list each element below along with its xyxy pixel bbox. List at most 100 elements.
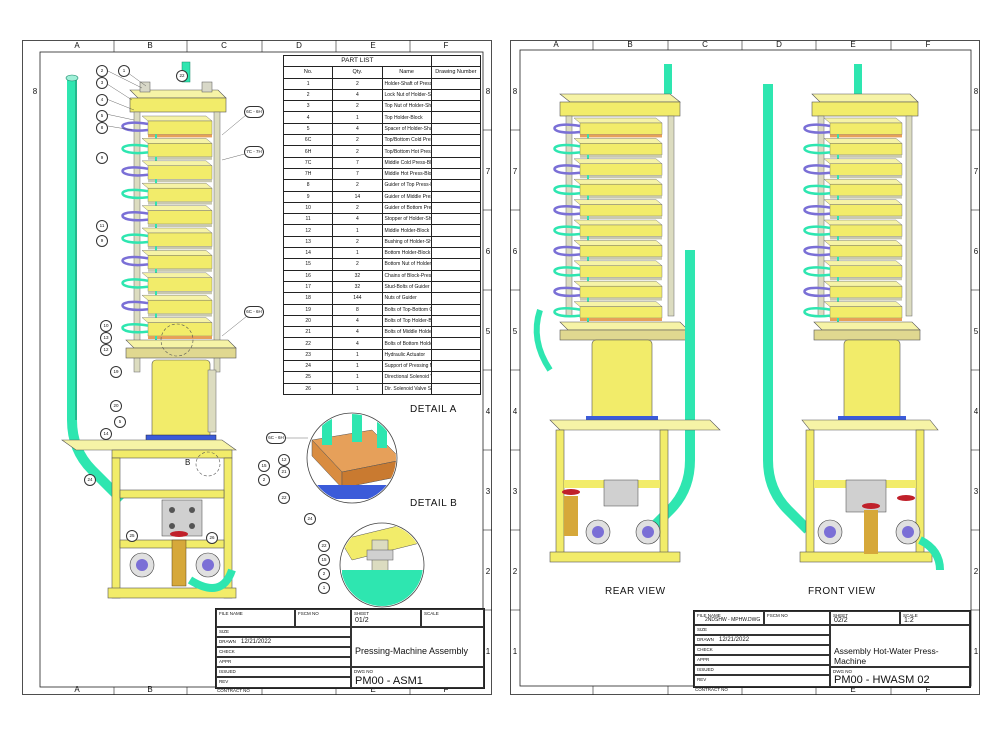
detail-a-callout-21: 21 — [278, 466, 290, 478]
part-qty: 2 — [332, 100, 383, 113]
part-qty: 1 — [332, 224, 383, 237]
part-qty: 1 — [332, 371, 383, 384]
callout-1: 1 — [118, 65, 130, 77]
s2-zone-letter-e-bottom: E — [850, 685, 856, 694]
part-qty: 2 — [332, 145, 383, 158]
detail-b-callout-1: 1 — [318, 582, 330, 594]
zone-number-3: 3 — [485, 487, 491, 496]
part-qty: 2 — [332, 134, 383, 147]
part-number: 10 — [282, 201, 334, 215]
zone-number-5: 5 — [485, 327, 491, 336]
sheet-number: 01/2 — [355, 617, 369, 624]
part-qty: 4 — [332, 314, 383, 328]
part-qty: 2 — [332, 235, 383, 249]
s2-zone-number-8-right: 8 — [973, 87, 979, 96]
appr-label: APPR — [219, 659, 232, 664]
s2-zone-letter-f: F — [925, 40, 931, 49]
s2-contract-label: CONTRACT NO — [695, 687, 728, 692]
part-number: 19 — [282, 303, 334, 316]
part-qty: 32 — [332, 280, 383, 294]
part-number: 1 — [282, 77, 334, 90]
part-number: 18 — [282, 292, 334, 305]
front-view-label: FRONT VIEW — [808, 586, 876, 597]
part-drawing-number — [430, 111, 482, 124]
part-drawing-number — [430, 371, 482, 384]
press-machine-main-view — [61, 61, 237, 599]
s2-rev-label: REV — [697, 677, 707, 682]
zone-number-6: 6 — [485, 247, 491, 256]
sheet-label: SHEET — [354, 611, 370, 616]
callout-2: 2 — [96, 65, 108, 77]
callout-20: 22 — [176, 70, 188, 82]
zone-letter-c: C — [221, 41, 227, 50]
part-name: Bolts of Top-Bottom Guider — [381, 303, 432, 316]
part-drawing-number — [430, 134, 482, 147]
part-drawing-number — [430, 190, 482, 203]
dwg-number: PM00 - ASM1 — [355, 675, 423, 687]
part-number: 2 — [282, 88, 334, 102]
part-name: Dir. Solenoid Valve Sub-Plate — [381, 382, 432, 395]
header-no: No. — [282, 66, 334, 79]
issued-label: ISSUED — [219, 669, 236, 674]
part-name: Support of Pressing Machine — [381, 360, 432, 373]
part-number: 15 — [282, 258, 334, 271]
part-drawing-number — [430, 100, 482, 113]
zone-number-2: 2 — [485, 567, 491, 576]
detail-a-callout-22: 22 — [278, 492, 290, 504]
rear-view-drawing — [533, 64, 721, 563]
zone-letter-f: F — [443, 41, 449, 50]
part-number: 12 — [282, 224, 334, 237]
zone-letter-d: D — [296, 41, 302, 50]
part-number: 7C — [282, 156, 334, 169]
part-drawing-number — [430, 247, 482, 260]
header-qty: Qty. — [332, 66, 383, 79]
callout-3: 3 — [96, 77, 108, 89]
callout-26: 26 — [206, 532, 218, 544]
callout-9b: 9 — [96, 235, 108, 247]
callout-4: 4 — [96, 94, 108, 106]
part-drawing-number — [430, 235, 482, 249]
part-number: 11 — [282, 213, 334, 226]
part-name: Guider of Top Press-Block — [381, 179, 432, 192]
part-number: 24 — [282, 360, 334, 373]
part-drawing-number — [430, 337, 482, 350]
part-number: 23 — [282, 348, 334, 362]
part-qty: 4 — [332, 326, 383, 339]
rev-label: REV — [219, 679, 229, 684]
part-qty: 1 — [332, 111, 383, 124]
s2-zone-number-6: 6 — [512, 247, 518, 256]
fscm-label: FSCM NO — [298, 611, 319, 616]
header-drawing-number: Drawing Number — [430, 66, 482, 79]
part-name: Middle Cold Press-Block — [381, 156, 432, 169]
part-qty: 2 — [332, 201, 383, 215]
part-qty: 1 — [332, 247, 383, 260]
part-name: Directional Solenoid Valve — [381, 371, 432, 384]
part-number: 3 — [282, 100, 334, 113]
s2-zone-number-5: 5 — [512, 327, 518, 336]
zone-letter-a: A — [74, 41, 80, 50]
part-qty: 1 — [332, 348, 383, 362]
part-drawing-number — [430, 314, 482, 328]
sheet-1-frame — [22, 40, 492, 695]
detail-a-label: DETAIL A — [410, 404, 457, 415]
s2-fscm-label: FSCM NO — [767, 613, 788, 618]
zone-letter-e: E — [370, 41, 376, 50]
part-number: 7H — [282, 167, 334, 181]
part-drawing-number — [430, 179, 482, 192]
callout-15: 15 — [258, 460, 270, 472]
zone-number-1: 1 — [485, 647, 491, 656]
file-name-label: FILE NAME — [219, 611, 243, 616]
part-qty: 8 — [332, 303, 383, 316]
part-name: Stopper of Holder-Shaft — [381, 213, 432, 226]
